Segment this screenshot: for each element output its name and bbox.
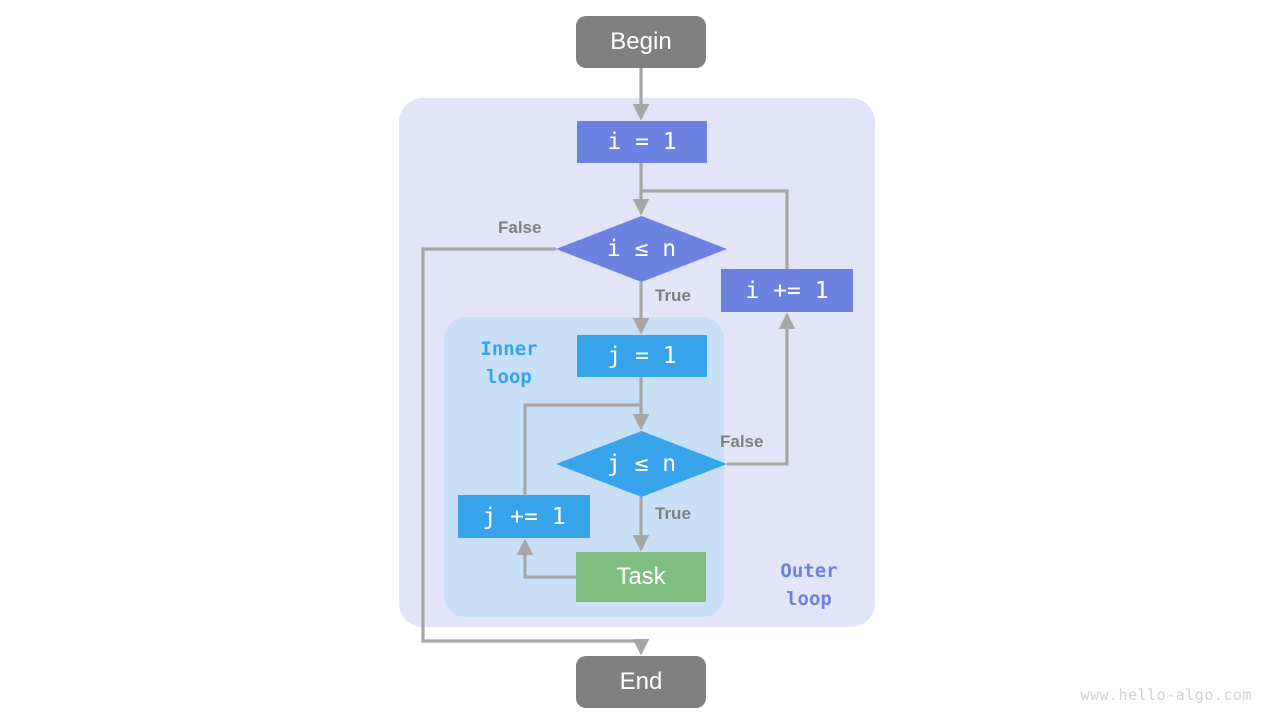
node-end-shape[interactable]	[576, 656, 706, 708]
outer-loop-label: Outer loop	[780, 560, 838, 610]
node-j-init-shape[interactable]	[577, 335, 707, 377]
node-j-incr-shape[interactable]	[458, 495, 590, 538]
inner-loop-label: Inner loop	[480, 338, 538, 388]
node-i-incr-shape[interactable]	[721, 269, 853, 312]
edge-task-to-j-incr	[516, 538, 576, 579]
edge-j-incr-to-j-cond	[523, 403, 641, 495]
node-j-cond-shape[interactable]	[556, 431, 727, 497]
watermark-text: www.hello-algo.com	[1080, 686, 1252, 704]
edge-label-j-cond-false: False	[720, 432, 764, 451]
edge-label-j-cond-true: True	[655, 504, 691, 523]
node-i-init-shape[interactable]	[577, 121, 707, 163]
node-i-cond-shape[interactable]	[556, 216, 727, 282]
node-task-shape[interactable]	[576, 552, 706, 602]
node-begin-shape[interactable]	[576, 16, 706, 68]
edge-i-cond-false-to-end	[421, 247, 650, 656]
edge-j-cond-false-to-i-incr	[727, 312, 796, 466]
edge-label-i-cond-true: True	[655, 286, 691, 305]
edge-label-i-cond-false: False	[498, 218, 542, 237]
edge-i-incr-to-i-cond	[641, 189, 789, 269]
